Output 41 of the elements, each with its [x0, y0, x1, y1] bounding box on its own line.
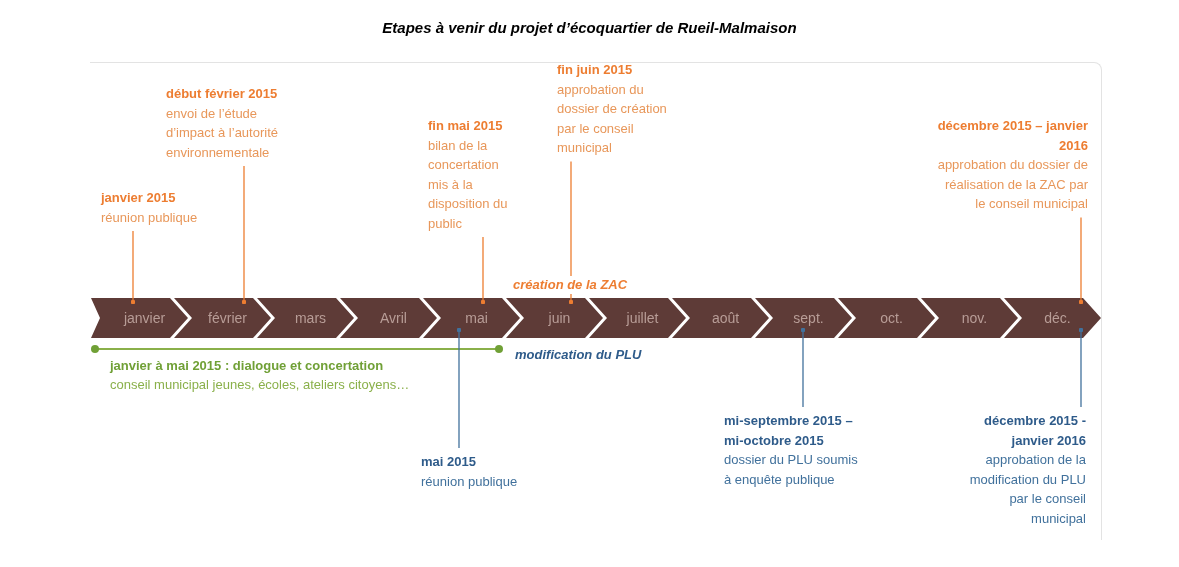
phase-label: modification du PLU	[515, 346, 642, 364]
event-description: réunion publique	[101, 208, 198, 227]
event-date: fin juin 2015	[557, 61, 633, 79]
event-description: approbation de la modification du PLU par le conseil municipal	[968, 451, 1086, 528]
event-description: approbation du dossier de création par le conseil municipal	[557, 80, 668, 157]
leader-line	[130, 230, 136, 305]
leader-line	[241, 165, 247, 305]
event-date: mai 2015	[421, 453, 476, 471]
month-label: mars	[293, 309, 328, 327]
leader-line	[456, 327, 462, 449]
month-label: juin	[547, 309, 572, 327]
leader-line	[480, 236, 486, 305]
event-description: bilan de la concertation mis à la disposition du public	[428, 136, 509, 233]
month-label: février	[207, 309, 248, 327]
leader-line	[568, 160, 574, 305]
month-label: août	[710, 309, 741, 327]
month-label: déc.	[1043, 309, 1072, 327]
month-label: Avril	[379, 309, 408, 327]
event-date: début février 2015	[166, 85, 278, 103]
month-label: juillet	[625, 309, 660, 327]
event-date: fin mai 2015	[428, 117, 503, 135]
event-description: envoi de l’étude d’impact à l’autorité environnementale	[166, 104, 279, 162]
title: Etapes à venir du projet d’écoquartier de Rueil-Malmaison	[381, 18, 798, 38]
event-date: décembre 2015 - janvier 2016	[983, 412, 1086, 450]
month-label: sept.	[792, 309, 825, 327]
month-label: nov.	[960, 309, 989, 327]
leader-line	[1078, 327, 1084, 408]
leader-line	[1078, 216, 1084, 305]
month-label: mai	[464, 309, 489, 327]
month-label: janvier	[122, 309, 167, 327]
event-description: réunion publique	[421, 472, 518, 491]
event-description: approbation du dossier de réalisation de la ZAC par le conseil municipal	[936, 156, 1088, 213]
leader-line	[800, 327, 806, 408]
phase-label: création de la ZAC	[513, 276, 628, 294]
event-date: janvier 2015	[101, 189, 176, 207]
period-note: conseil municipal jeunes, écoles, ateliers citoyens…	[110, 376, 410, 394]
period-label: janvier à mai 2015 : dialogue et concertation	[110, 357, 384, 375]
event-date: décembre 2015 – janvier 2016	[936, 117, 1088, 155]
month-label: oct.	[879, 309, 904, 327]
event-description: dossier du PLU soumis à enquête publique	[724, 451, 859, 489]
event-date: mi-septembre 2015 – mi-octobre 2015	[724, 412, 854, 450]
